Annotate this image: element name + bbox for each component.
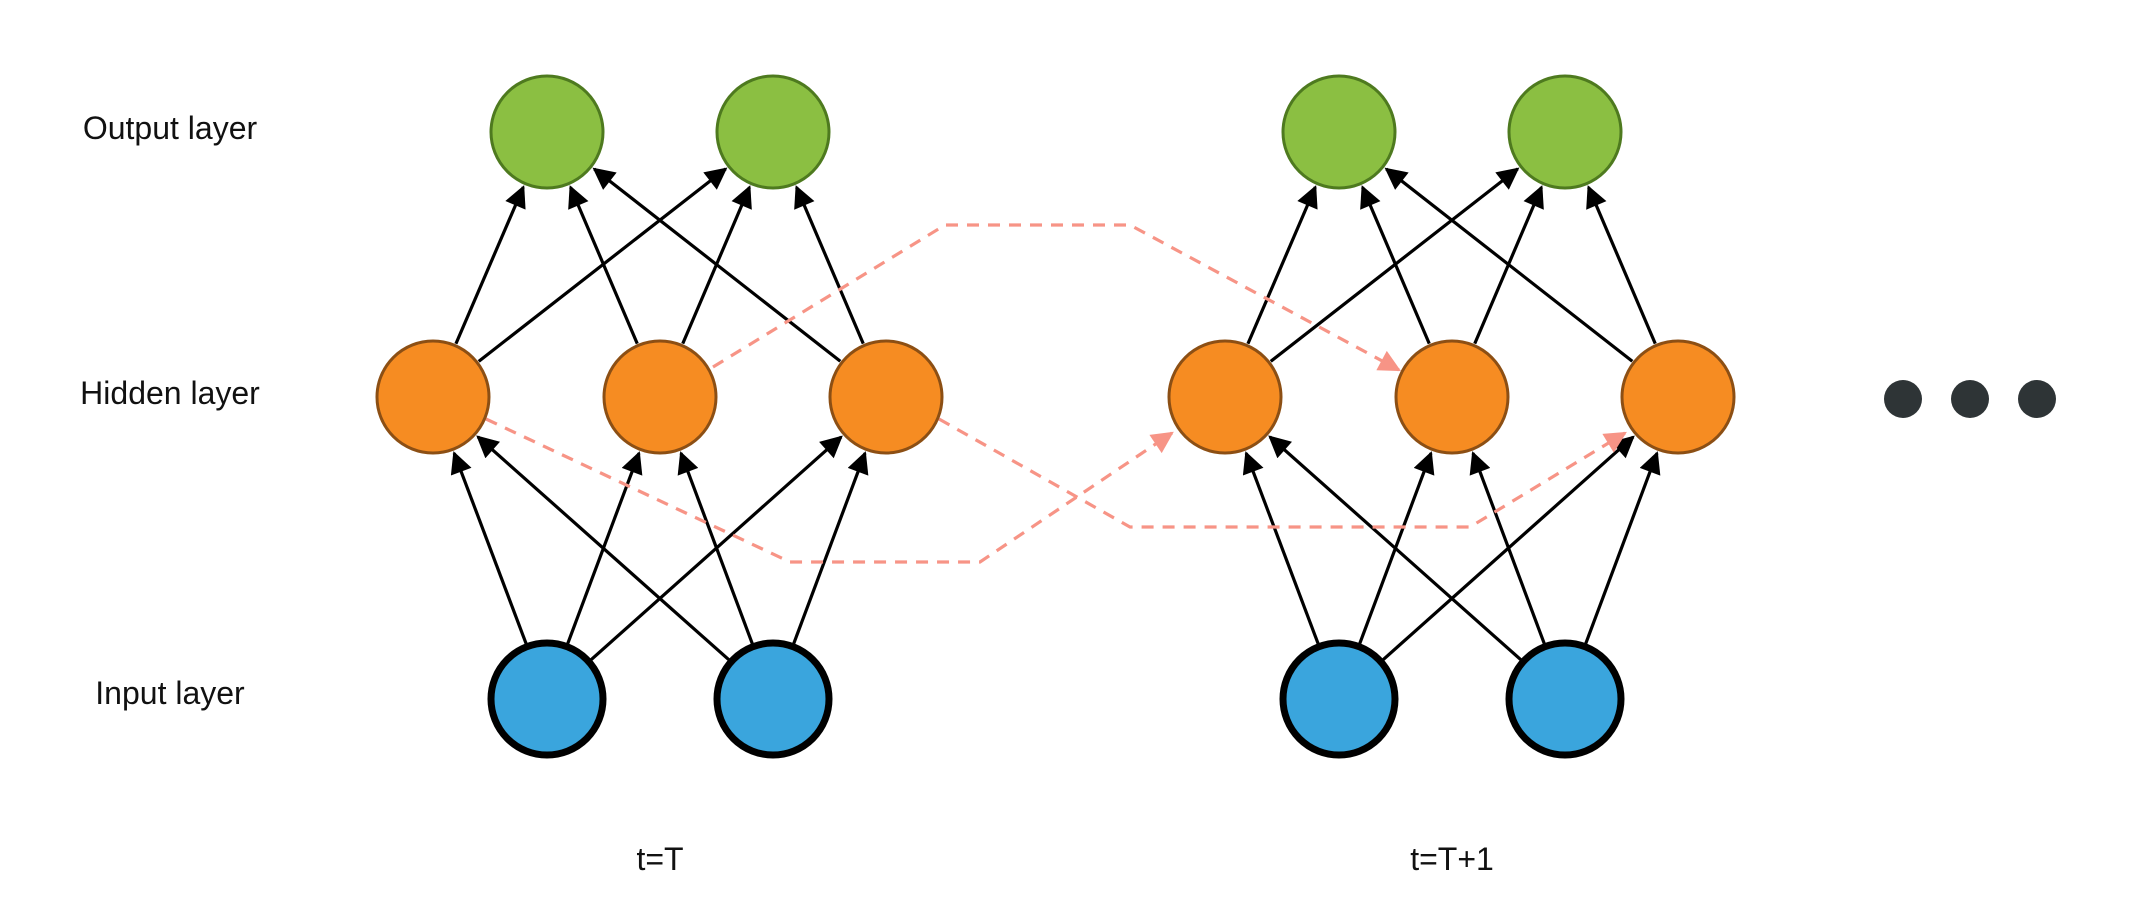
edge-t1-hidden0-output0 bbox=[1246, 185, 1318, 345]
edge-t0-input1-hidden0 bbox=[476, 435, 731, 662]
recurrent-connections bbox=[485, 223, 1627, 564]
output-node-t0-1 bbox=[715, 74, 831, 190]
ellipsis-dot-0 bbox=[1884, 380, 1922, 418]
edge-t0-hidden2-output0 bbox=[592, 167, 842, 363]
recurrent-edge-h0 bbox=[485, 417, 1174, 564]
edge-t1-input1-hidden0 bbox=[1268, 435, 1523, 662]
edge-t1-hidden2-output0 bbox=[1384, 167, 1634, 363]
hidden-node-t1-1 bbox=[1394, 339, 1510, 455]
recurrent-edge-h1 bbox=[712, 223, 1401, 372]
ellipsis-dot-1 bbox=[1951, 380, 1989, 418]
input-node-t1-0 bbox=[1279, 639, 1399, 759]
output-node-t0-0 bbox=[489, 74, 605, 190]
edge-t1-input1-hidden1 bbox=[1469, 451, 1547, 646]
output-layer-label: Output layer bbox=[83, 110, 258, 146]
hidden-node-t1-2 bbox=[1620, 339, 1736, 455]
neurons bbox=[375, 74, 1736, 759]
edge-t0-input1-hidden2 bbox=[791, 451, 869, 646]
edge-t1-input1-hidden2 bbox=[1583, 451, 1661, 646]
connections bbox=[450, 167, 1661, 662]
hidden-node-t1-0 bbox=[1167, 339, 1283, 455]
edge-t0-hidden0-output0 bbox=[454, 185, 526, 345]
ellipsis-dot-2 bbox=[2018, 380, 2056, 418]
recurrent-edge-h2 bbox=[938, 417, 1627, 529]
edge-t0-hidden2-output1 bbox=[794, 185, 865, 345]
output-node-t1-1 bbox=[1507, 74, 1623, 190]
timestep-label-t: t=T bbox=[636, 841, 683, 877]
edge-t1-hidden2-output1 bbox=[1586, 185, 1657, 345]
hidden-layer-label: Hidden layer bbox=[80, 375, 260, 411]
input-node-t0-1 bbox=[713, 639, 833, 759]
input-node-t0-0 bbox=[487, 639, 607, 759]
edge-t1-hidden1-output0 bbox=[1360, 185, 1431, 345]
input-node-t1-1 bbox=[1505, 639, 1625, 759]
edge-t0-input0-hidden0 bbox=[450, 451, 529, 646]
hidden-node-t0-1 bbox=[602, 339, 718, 455]
edge-t0-input1-hidden1 bbox=[677, 451, 755, 646]
output-node-t1-0 bbox=[1281, 74, 1397, 190]
edge-t1-input0-hidden0 bbox=[1242, 451, 1321, 646]
ellipsis-dots-icon bbox=[1884, 380, 2056, 418]
hidden-node-t0-0 bbox=[375, 339, 491, 455]
edge-t0-hidden1-output0 bbox=[568, 185, 639, 345]
input-layer-label: Input layer bbox=[95, 675, 245, 711]
hidden-node-t0-2 bbox=[828, 339, 944, 455]
timestep-label-t-plus-1: t=T+1 bbox=[1410, 841, 1494, 877]
